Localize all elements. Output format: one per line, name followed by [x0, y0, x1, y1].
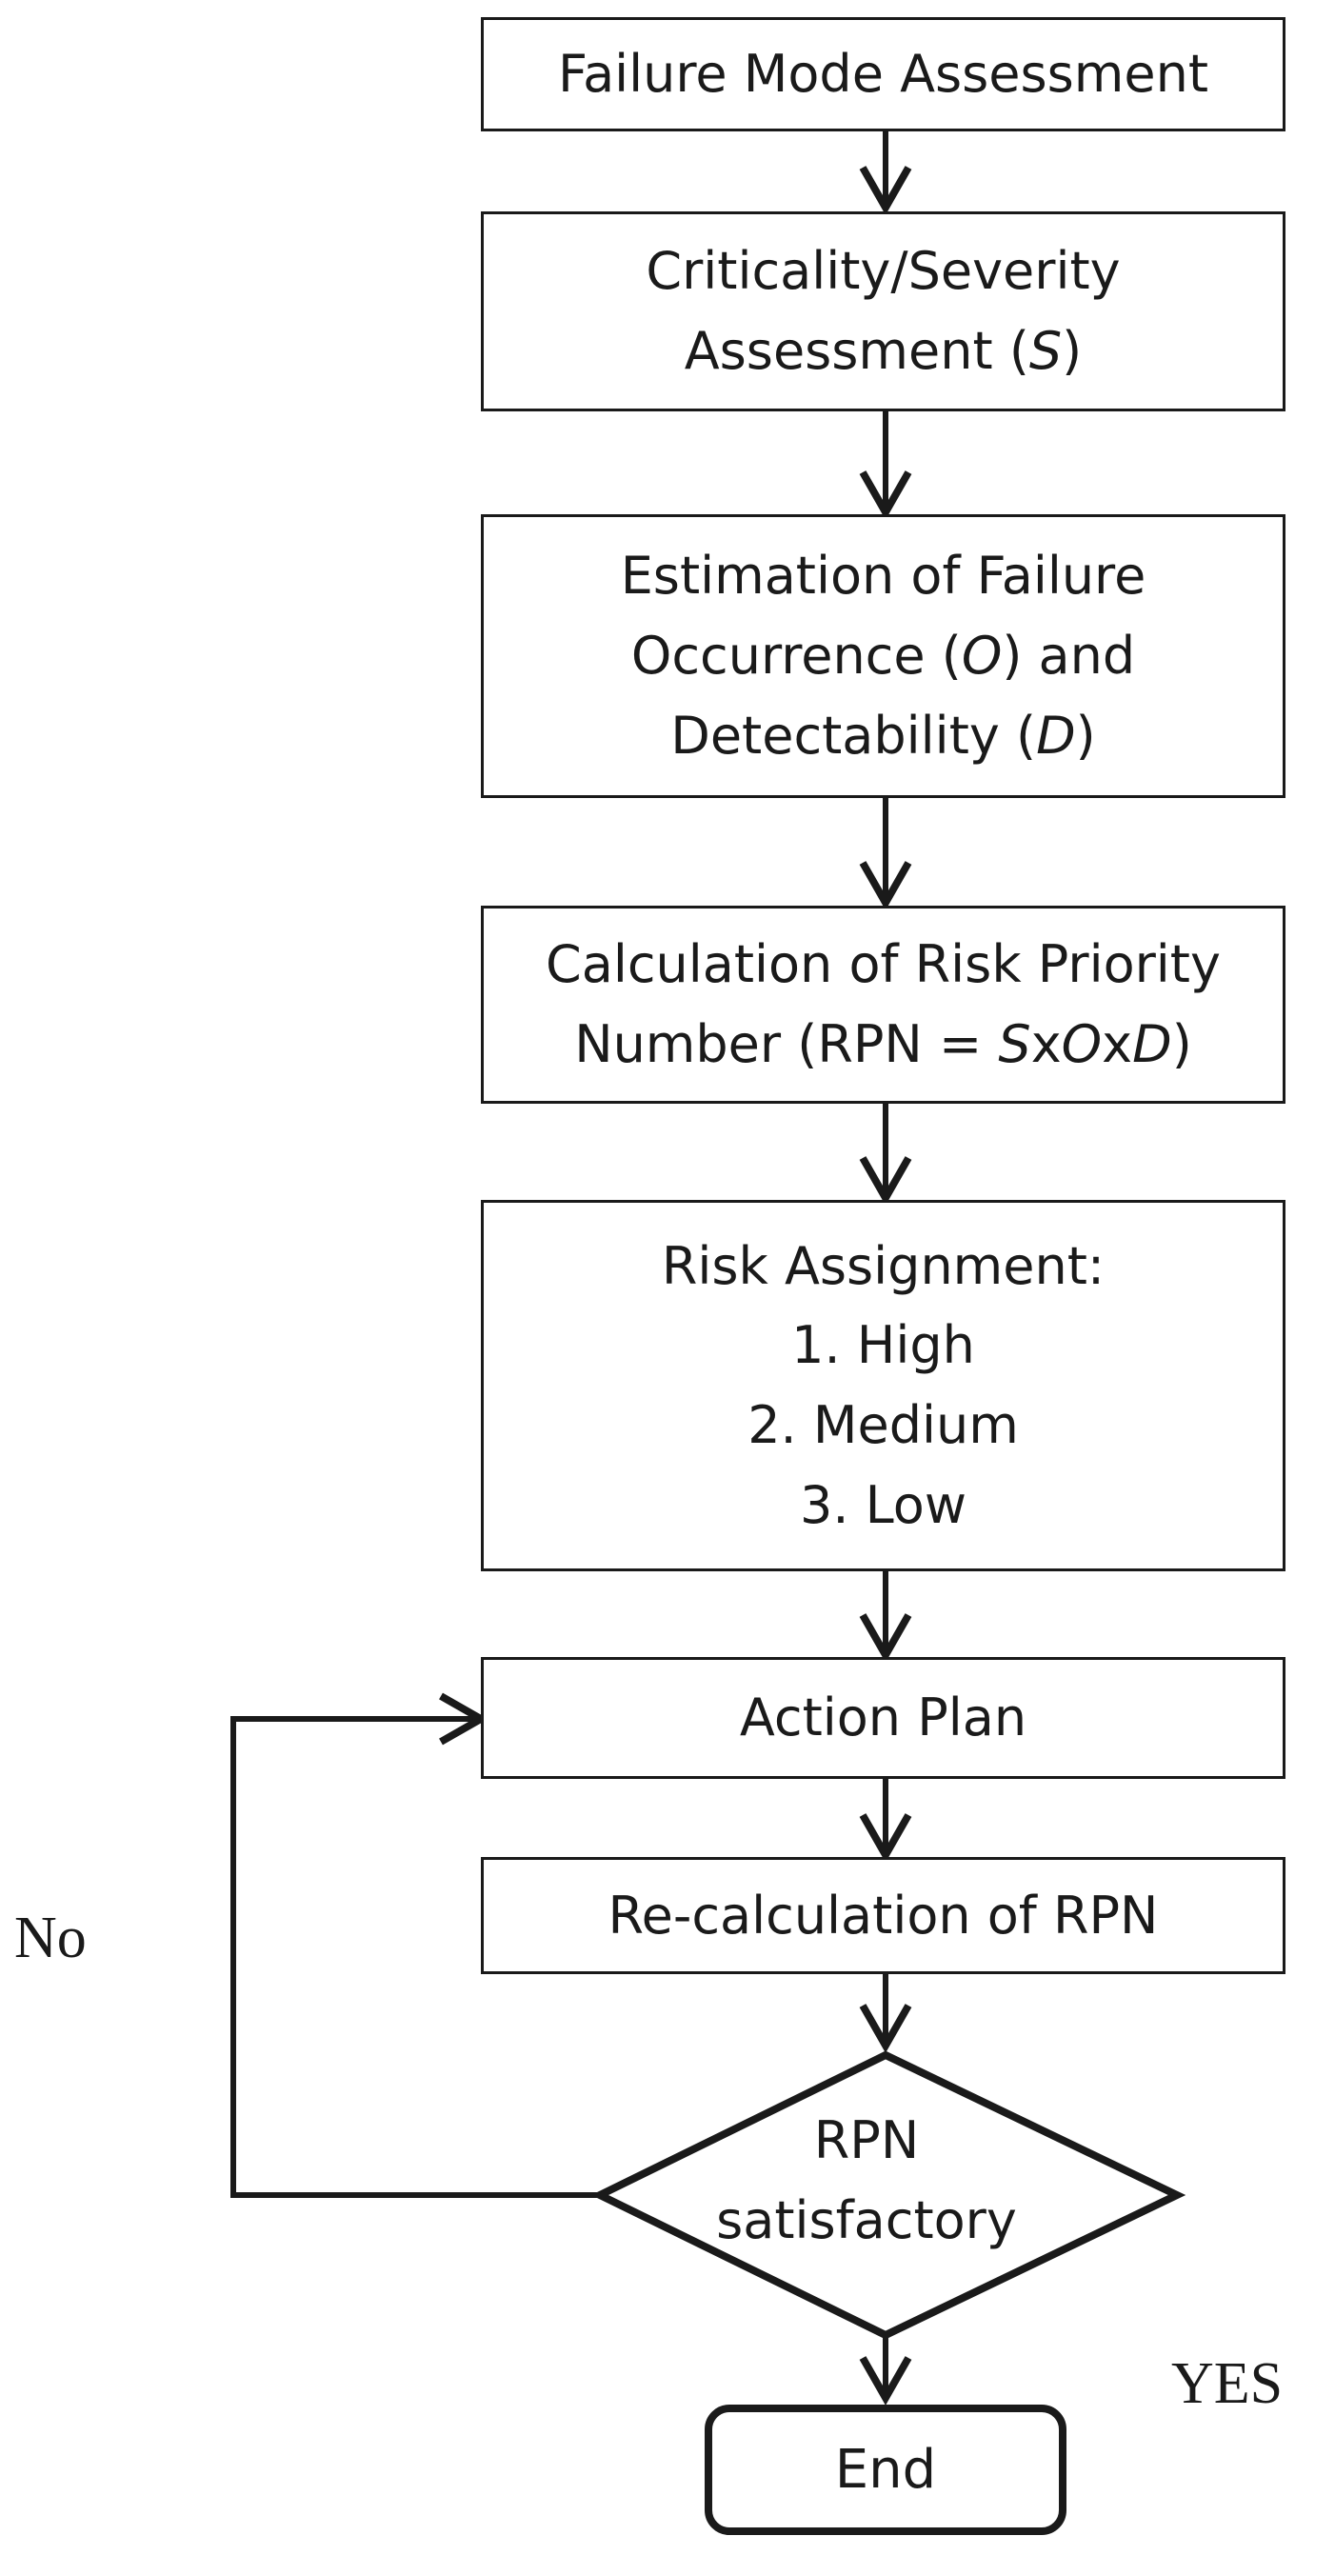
step-severity-assessment: Criticality/Severity Assessment (S) — [481, 211, 1285, 411]
variable-d: D — [1036, 705, 1076, 766]
text-part: Number (RPN = — [574, 1014, 999, 1074]
risk-level-medium: 2. Medium — [747, 1395, 1019, 1455]
text-part: Detectability ( — [670, 705, 1037, 766]
step-label-line-2: Assessment (S) — [685, 311, 1083, 391]
multiply-sign: x — [1030, 1014, 1062, 1074]
loop-no-line — [230, 1692, 600, 2198]
step-label: Calculation of Risk Priority — [546, 934, 1221, 995]
decision-label-line-1: RPN — [813, 2110, 920, 2171]
end-label: End — [834, 2439, 937, 2501]
step-label: Re-calculation of RPN — [608, 1885, 1159, 1946]
rpn-formula: Number (RPN = SxOxD) — [574, 1005, 1192, 1085]
text-part: Occurrence ( — [630, 626, 962, 687]
step-label: Estimation of Failure — [620, 546, 1146, 607]
text-part: ) — [1075, 705, 1096, 766]
text-part: Assessment ( — [684, 321, 1029, 381]
decision-label-line-2: satisfactory — [716, 2190, 1017, 2250]
branch-label-no: No — [14, 1906, 87, 1970]
step-estimation-occurrence-detectability: Estimation of Failure Occurrence (O) and… — [481, 514, 1285, 798]
multiply-sign: x — [1102, 1014, 1133, 1074]
end-terminal: End — [705, 2405, 1066, 2535]
risk-level-low: 3. Low — [799, 1474, 967, 1535]
text-part: ) and — [1002, 626, 1136, 687]
step-rpn-calculation: Calculation of Risk Priority Number (RPN… — [481, 906, 1285, 1104]
step-label: Criticality/Severity — [646, 241, 1121, 302]
step-action-plan: Action Plan — [481, 1657, 1285, 1779]
decision-diamond — [590, 2050, 1186, 2340]
step-label: Action Plan — [739, 1687, 1027, 1748]
variable-o: O — [961, 626, 1003, 687]
branch-label-yes: YES — [1171, 2351, 1284, 2416]
step-failure-mode-assessment: Failure Mode Assessment — [481, 17, 1285, 131]
decision-label: RPN satisfactory — [600, 2052, 1133, 2309]
text-part: ) — [1062, 321, 1083, 381]
step-risk-assignment: Risk Assignment: 1. High 2. Medium 3. Lo… — [481, 1200, 1285, 1571]
variable-s: S — [998, 1014, 1031, 1074]
variable-o: O — [1061, 1014, 1103, 1074]
step-label-line-3: Detectability (D) — [670, 696, 1095, 776]
text-part: ) — [1171, 1014, 1192, 1074]
risk-assignment-title: Risk Assignment: — [661, 1235, 1106, 1296]
step-label-line-2: Occurrence (O) and — [631, 616, 1135, 696]
variable-s: S — [1028, 321, 1063, 381]
variable-d: D — [1132, 1014, 1172, 1074]
step-label: Failure Mode Assessment — [557, 44, 1209, 105]
risk-level-high: 1. High — [791, 1315, 975, 1376]
step-recalculation-rpn: Re-calculation of RPN — [481, 1857, 1285, 1974]
